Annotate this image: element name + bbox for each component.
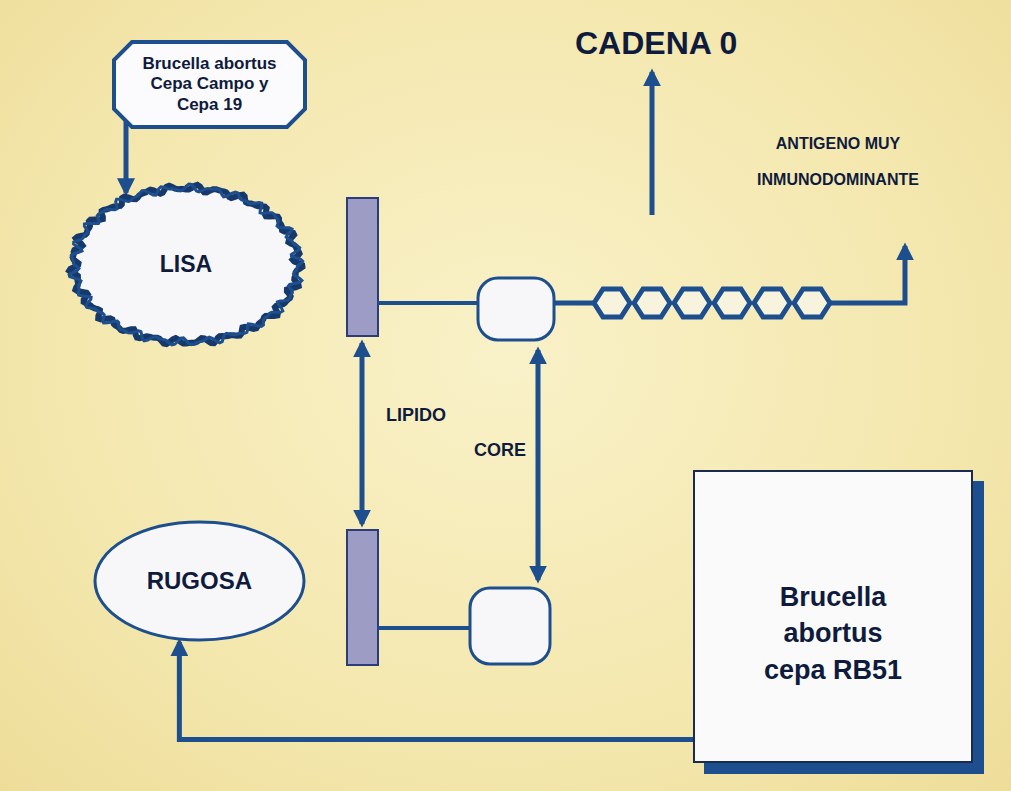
rough-colony: RUGOSA: [93, 520, 306, 642]
pointer-arrow: [650, 72, 655, 215]
core-block: [478, 278, 554, 340]
smooth-colony: LISA: [68, 182, 304, 348]
lipid-label: LIPIDO: [386, 405, 446, 427]
sugar-unit: [754, 289, 790, 317]
strain-box: Brucella abortus cepa RB51: [693, 470, 973, 763]
sugar-unit: [594, 289, 630, 317]
sugar-unit: [674, 289, 710, 317]
chain-label: CADENA 0: [575, 24, 737, 62]
node-text: RUGOSA: [147, 567, 252, 596]
lipid-block: [347, 198, 378, 336]
strain-octagon: Brucella abortus Cepa Campo y Cepa 19: [112, 40, 307, 129]
bond-line: [378, 626, 470, 630]
o-chain: [594, 289, 830, 317]
pointer-arrow: [830, 246, 905, 303]
ellipse-outline: [95, 522, 304, 640]
sugar-unit: [634, 289, 670, 317]
octagon-outline: [114, 42, 305, 127]
lipid-block: [347, 530, 378, 665]
bond-line: [554, 301, 594, 306]
core-block: [470, 588, 550, 664]
node-text: LISA: [160, 251, 212, 279]
sugar-unit: [714, 289, 750, 317]
node-text: Brucella abortus Cepa Campo y Cepa 19: [134, 54, 286, 115]
antigen-label: ANTIGENO MUY INMUNODOMINANTE: [738, 126, 938, 198]
bond-line: [378, 301, 478, 305]
flow-arrow: [124, 121, 129, 193]
rough-outline: [69, 185, 302, 344]
node-text: Brucella abortus cepa RB51: [763, 579, 903, 688]
double-arrow: [536, 350, 541, 580]
double-arrow: [360, 343, 365, 524]
rough-outline: [69, 184, 303, 345]
sugar-unit: [794, 289, 830, 317]
core-label: CORE: [474, 440, 526, 462]
flow-arrow: [179, 642, 693, 740]
